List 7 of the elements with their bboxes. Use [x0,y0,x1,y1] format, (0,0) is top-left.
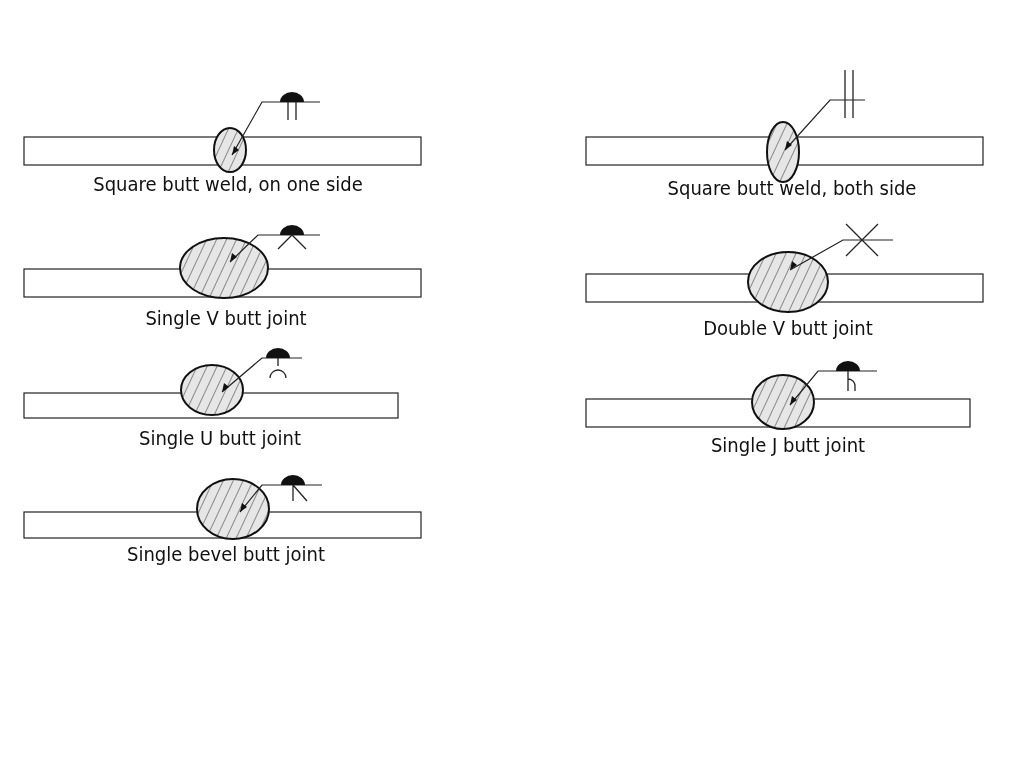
caption: Square butt weld, both side [667,176,917,200]
caption: Square butt weld, on one side [93,172,363,196]
caption: Single V butt joint [145,306,307,330]
caption: Single bevel butt joint [126,542,326,566]
caption: Double V butt joint [703,316,873,340]
caption: Single J butt joint [710,433,866,457]
caption: Single U butt joint [139,426,301,450]
